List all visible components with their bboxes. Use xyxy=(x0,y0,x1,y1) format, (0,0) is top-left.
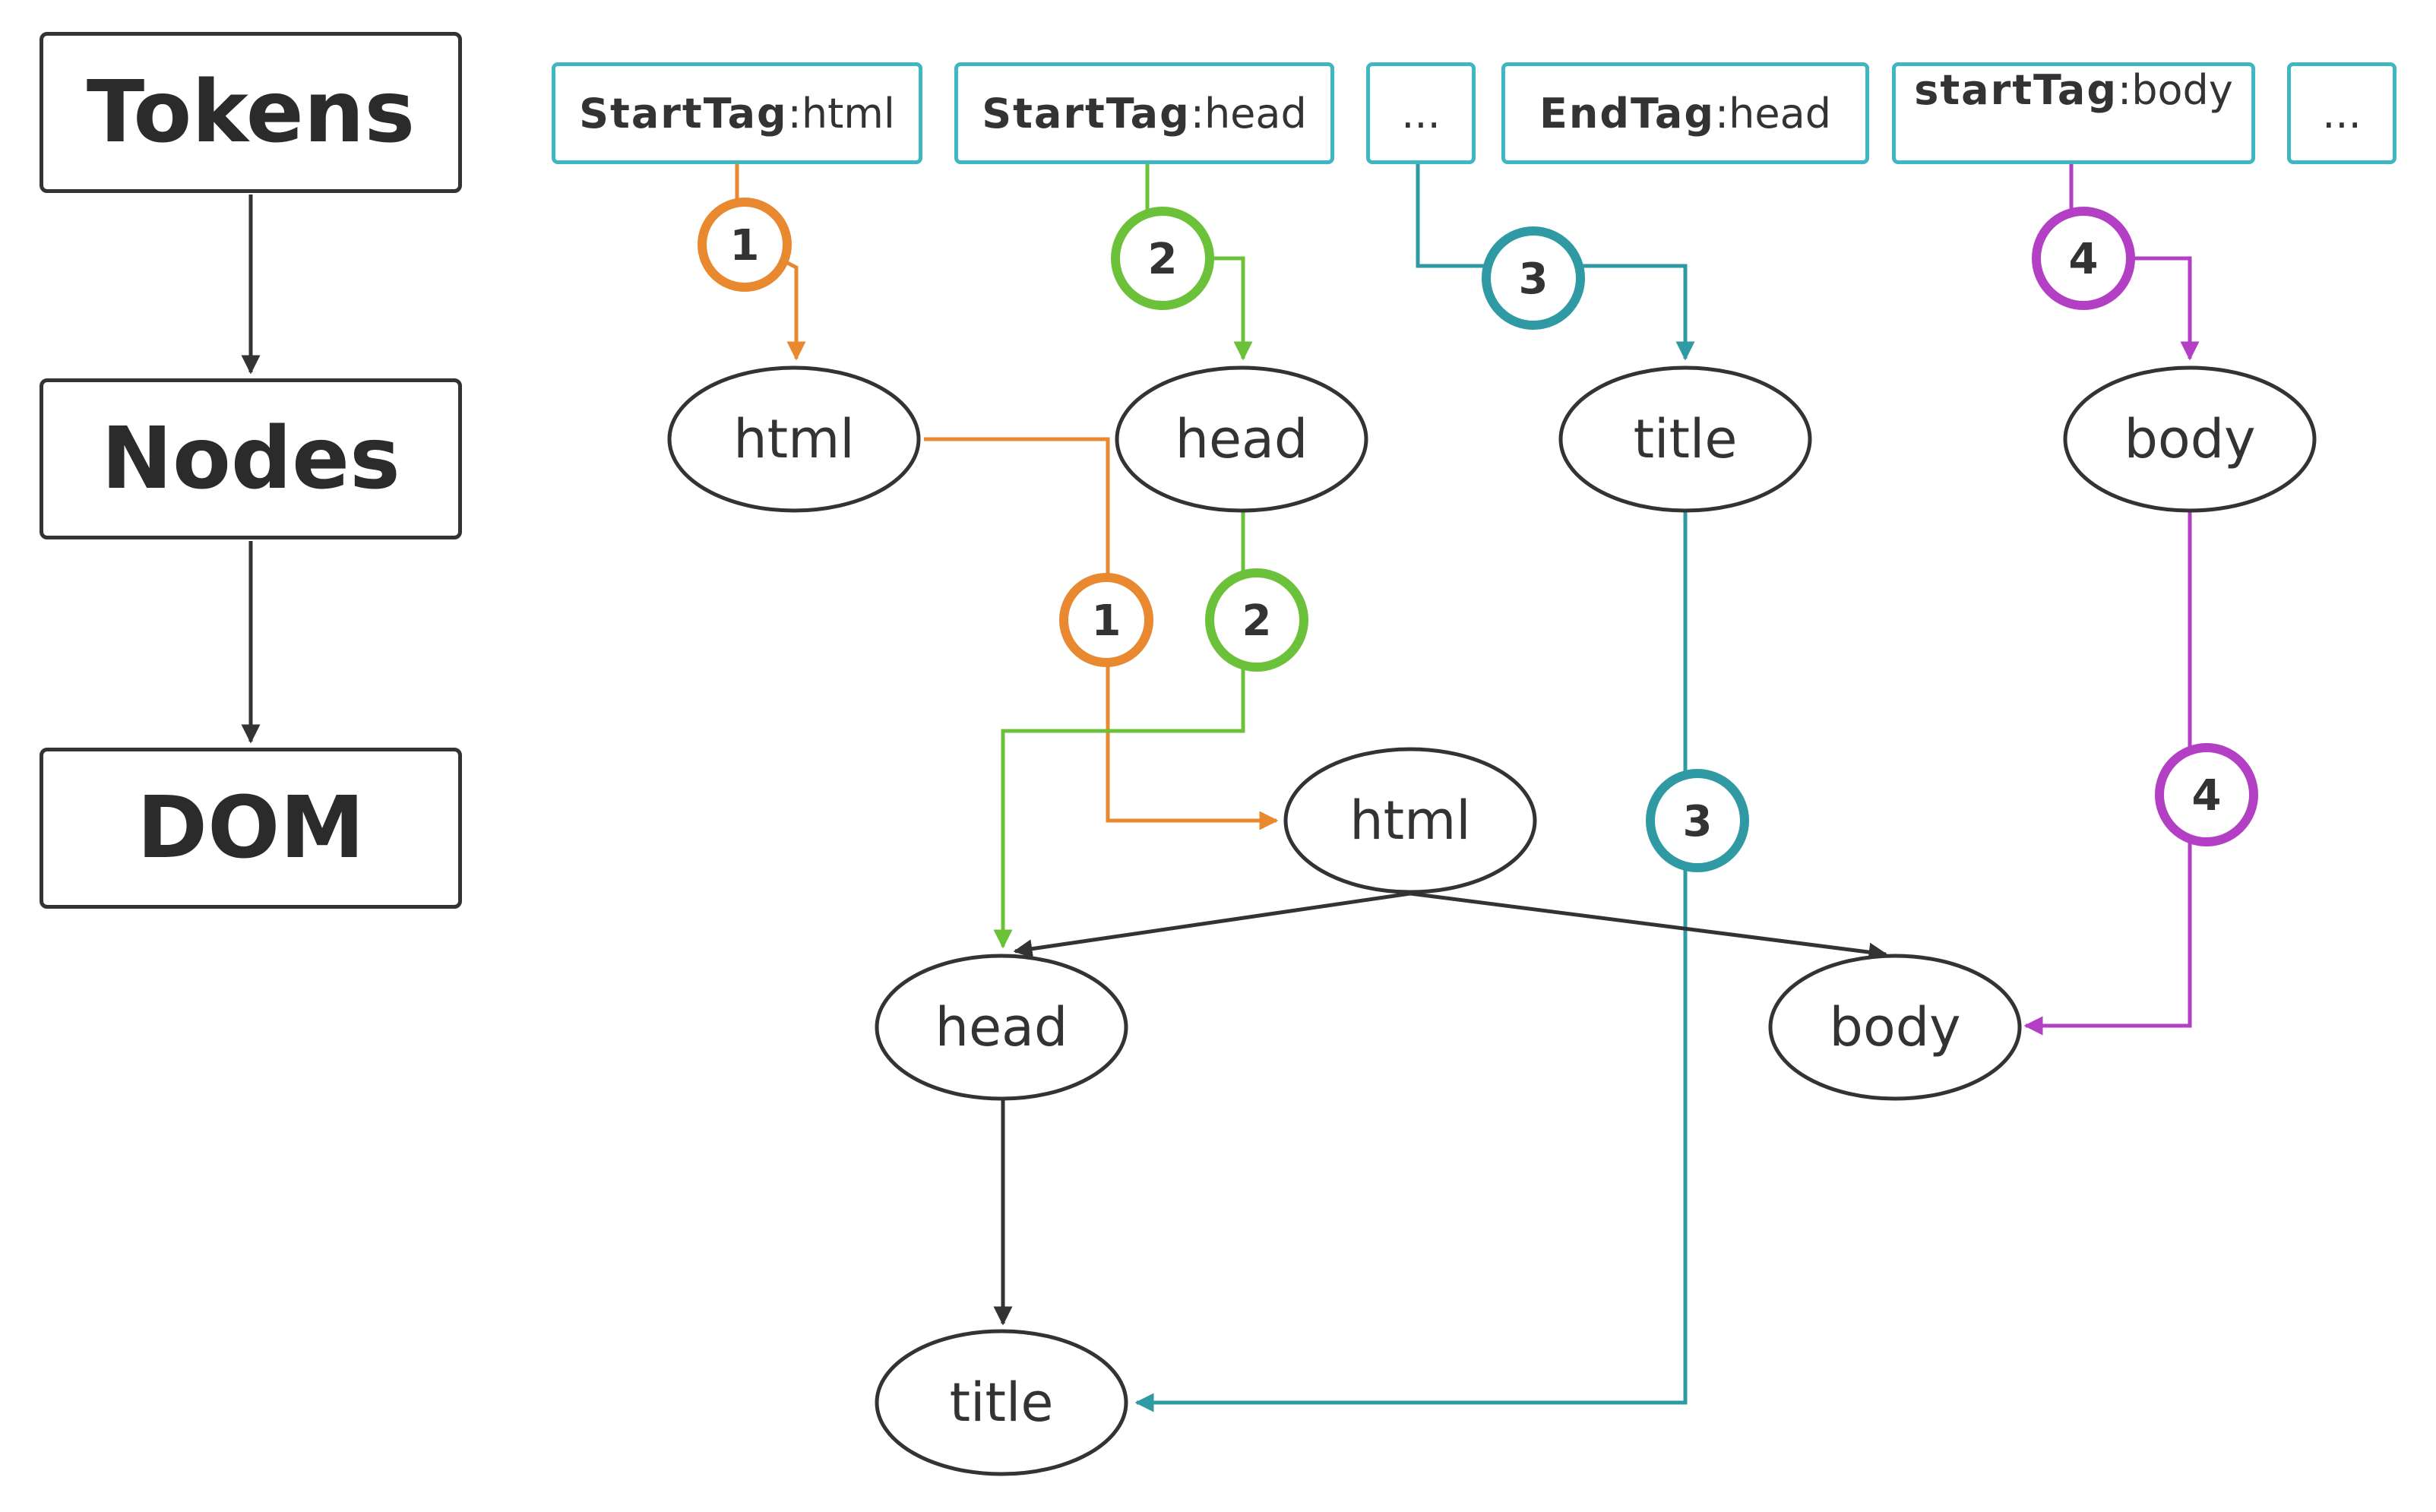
badge-3-top-label: 3 xyxy=(1519,255,1549,304)
node-body: body xyxy=(2063,365,2317,513)
dom-head-label: head xyxy=(935,996,1068,1058)
token-keyword: StartTag xyxy=(982,89,1191,138)
token-endtag-head: EndTag:head xyxy=(1501,62,1869,164)
badge-2-top-label: 2 xyxy=(1148,235,1178,284)
node-title-label: title xyxy=(1634,408,1738,470)
badge-4-top: 4 xyxy=(2032,207,2135,310)
dom-head: head xyxy=(875,954,1128,1101)
dom-body: body xyxy=(1768,954,2022,1101)
token-value: :body xyxy=(2118,66,2233,114)
stage-dom-box: DOM xyxy=(40,748,462,909)
dom-title-label: title xyxy=(950,1371,1054,1434)
token-value: :head xyxy=(1714,89,1831,138)
node-html: html xyxy=(667,365,921,513)
node-body-label: body xyxy=(2124,408,2255,470)
token-starttag-html: StartTag:html xyxy=(552,62,922,164)
token-keyword: startTag xyxy=(1914,66,2118,114)
node-head: head xyxy=(1115,365,1368,513)
badge-2-top: 2 xyxy=(1111,207,1214,310)
token-ellipsis-2: ... xyxy=(2287,62,2396,164)
dom-html-label: html xyxy=(1349,789,1470,852)
badge-4-top-label: 4 xyxy=(2069,235,2099,284)
dom-html: html xyxy=(1283,747,1537,894)
dom-edge-html-head xyxy=(1013,891,1411,959)
badge-4-mid: 4 xyxy=(2155,743,2258,846)
badge-1-mid: 1 xyxy=(1059,573,1153,667)
token-value: :head xyxy=(1190,89,1307,138)
badge-3-top: 3 xyxy=(1482,226,1585,330)
token-value: ... xyxy=(1401,89,1441,138)
dom-body-label: body xyxy=(1829,996,1960,1058)
badge-1-mid-label: 1 xyxy=(1092,596,1122,646)
node-title: title xyxy=(1558,365,1812,513)
dom-title: title xyxy=(875,1329,1128,1476)
token-starttag-head: StartTag:head xyxy=(954,62,1334,164)
token-value: ... xyxy=(2322,89,2362,138)
connector-purple-node-to-dom xyxy=(2023,511,2192,1036)
badge-1-top: 1 xyxy=(698,198,792,292)
node-head-label: head xyxy=(1175,408,1308,470)
token-value: :html xyxy=(787,89,895,138)
badge-2-mid-label: 2 xyxy=(1242,596,1272,646)
badge-1-top-label: 1 xyxy=(730,221,760,270)
node-html-label: html xyxy=(733,408,854,470)
stage-tokens-label: Tokens xyxy=(86,63,416,162)
stage-nodes-box: Nodes xyxy=(40,378,462,539)
dom-edge-html-body xyxy=(1409,891,1888,962)
badge-2-mid: 2 xyxy=(1205,568,1308,672)
badge-3-mid: 3 xyxy=(1646,769,1749,872)
token-keyword: StartTag xyxy=(579,89,788,138)
stage-nodes-label: Nodes xyxy=(101,410,400,508)
badge-4-mid-label: 4 xyxy=(2192,771,2222,821)
stage-dom-label: DOM xyxy=(137,779,365,878)
token-starttag-body: startTag:body xyxy=(1892,62,2255,164)
token-ellipsis-1: ... xyxy=(1366,62,1476,164)
badge-3-mid-label: 3 xyxy=(1683,797,1713,846)
token-keyword: EndTag xyxy=(1539,89,1715,138)
stage-tokens-box: Tokens xyxy=(40,32,462,193)
